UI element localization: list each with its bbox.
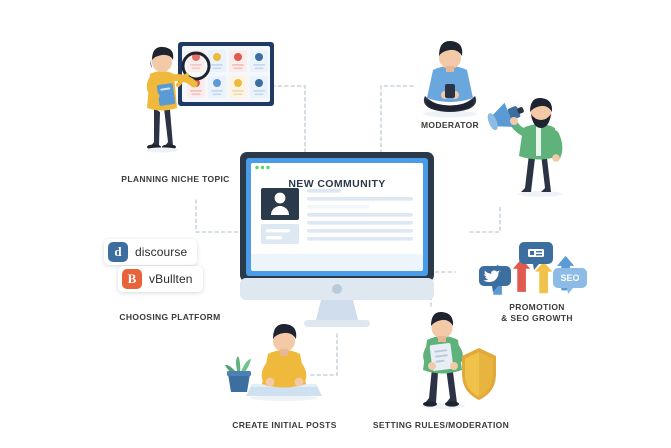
platform-badge-discourse[interactable]: d discourse [104, 239, 198, 265]
label-create-initial-posts: CREATE INITIAL POSTS [232, 420, 337, 430]
platform-name: vBullten [149, 272, 193, 286]
svg-text:SEO: SEO [560, 273, 579, 283]
illustration-create-initial-posts [225, 323, 322, 401]
vbullten-icon: B [122, 269, 142, 289]
label-moderator: MODERATOR [420, 120, 480, 130]
illustration-promotion-seo-growth: SEO [479, 242, 587, 295]
label-planning-niche-topic: PLANNING NICHE TOPIC [121, 174, 230, 184]
discourse-icon: d [108, 242, 128, 262]
illustration-moderator [423, 40, 477, 118]
browser-heading: NEW COMMUNITY [288, 178, 386, 190]
label-setting-rules-moderation: SETTING RULES/MODERATION [372, 420, 510, 430]
illustration-setting-rules-moderation [421, 311, 496, 409]
platform-name: discourse [135, 245, 188, 259]
illustration-megaphone-announcer [487, 97, 563, 197]
label-promotion-seo-growth: PROMOTION & SEO GROWTH [501, 302, 573, 323]
center-monitor [240, 152, 434, 327]
illustration-planning-niche-topic [146, 42, 274, 153]
label-choosing-platform: CHOOSING PLATFORM [119, 312, 221, 322]
platform-badge-vbulletin[interactable]: B vBullten [118, 266, 203, 292]
